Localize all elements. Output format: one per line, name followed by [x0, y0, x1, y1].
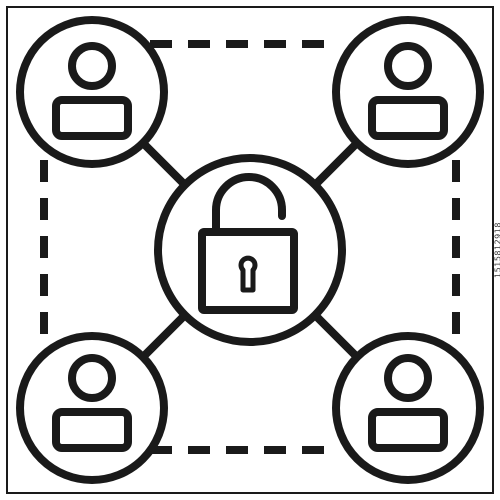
user-node-bottom-left [16, 332, 168, 484]
connector-bottom-right [314, 314, 362, 362]
connector-bottom-left [138, 314, 186, 362]
padlock-node [154, 154, 346, 346]
hub-connectors [138, 138, 362, 362]
user-icon [52, 42, 132, 140]
user-node-bottom-right [332, 332, 484, 484]
keyhole-icon [238, 255, 258, 293]
connector-top-right [314, 138, 362, 186]
dashed-network-outline [40, 40, 460, 454]
user-node-top-right [332, 16, 484, 168]
stock-image-id-text: 1515812918 [493, 222, 500, 278]
user-icon [368, 354, 448, 452]
padlock-body [198, 228, 298, 314]
padlock-shackle [212, 173, 286, 236]
connector-top-left [138, 138, 186, 186]
unlocked-padlock-icon [198, 173, 298, 314]
user-node-top-left [16, 16, 168, 168]
user-icon [368, 42, 448, 140]
user-icon [52, 354, 132, 452]
